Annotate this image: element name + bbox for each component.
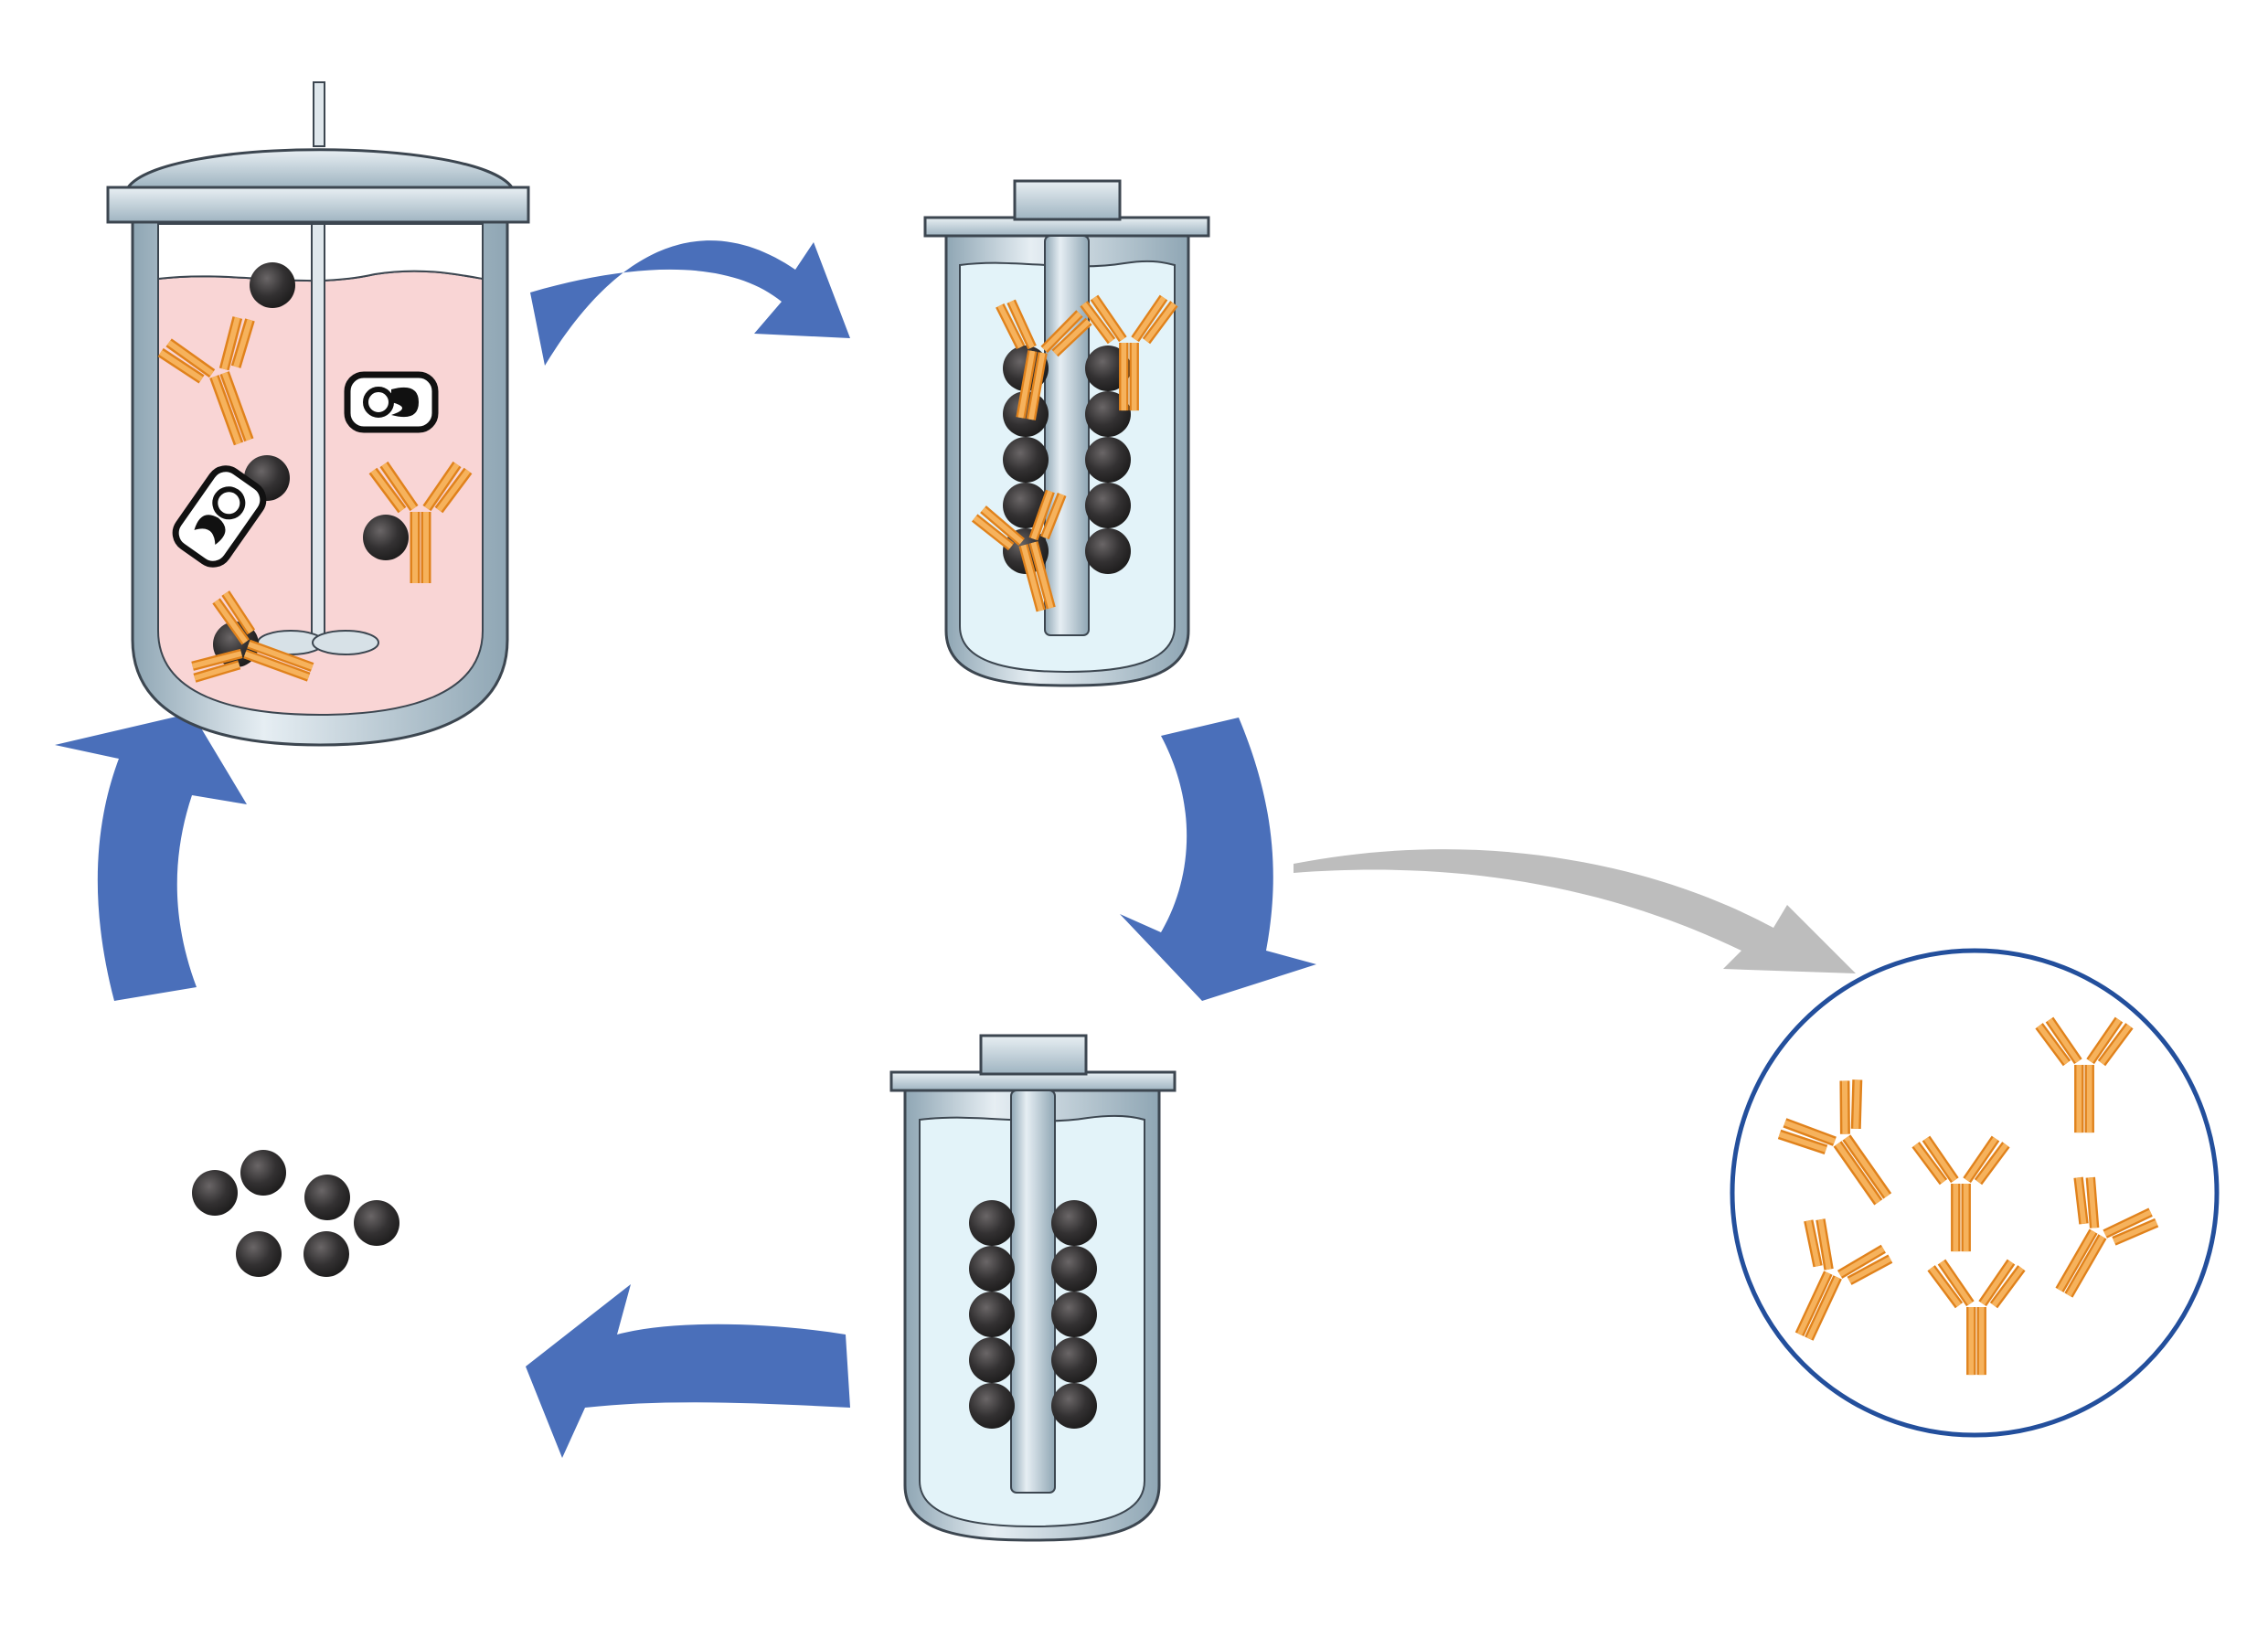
cell-icon bbox=[172, 465, 267, 568]
recycled-beads-group bbox=[192, 1150, 399, 1277]
magnetic-bead-icon bbox=[969, 1337, 1015, 1383]
affinity-column-icon bbox=[889, 1034, 1177, 1542]
cycle-arrow-column-to-beads bbox=[526, 1284, 850, 1458]
magnetic-bead-icon bbox=[1051, 1246, 1097, 1292]
magnetic-bead-icon bbox=[240, 1150, 286, 1196]
cycle-arrow-beads-to-bioreactor bbox=[55, 713, 247, 1001]
magnetic-bead-icon bbox=[1085, 528, 1131, 574]
magnetic-bead-icon bbox=[969, 1200, 1015, 1246]
magnetic-bead-icon bbox=[304, 1175, 350, 1220]
magnetic-bead-icon bbox=[363, 515, 409, 560]
magnetic-bead-icon bbox=[1051, 1200, 1097, 1246]
magnetic-bead-icon bbox=[354, 1200, 399, 1246]
magnetic-bead-icon bbox=[969, 1383, 1015, 1429]
magnetic-bead-icon bbox=[303, 1231, 349, 1277]
cycle-arrow-bioreactor-to-column bbox=[530, 240, 850, 366]
magnetic-bead-icon bbox=[1051, 1292, 1097, 1337]
magnetic-bead-icon bbox=[1003, 437, 1049, 483]
stirred-tank-bioreactor-icon bbox=[106, 81, 530, 747]
magnetic-bead-icon bbox=[969, 1292, 1015, 1337]
magnetic-bead-icon bbox=[236, 1231, 282, 1277]
cell-icon bbox=[344, 371, 439, 433]
elution-arrow-to-purified-antibodies bbox=[1294, 849, 1856, 973]
magnetic-bead-icon bbox=[1085, 483, 1131, 528]
magnetic-bead-icon bbox=[969, 1246, 1015, 1292]
magnetic-bead-icon bbox=[1051, 1337, 1097, 1383]
magnetic-bead-icon bbox=[1051, 1383, 1097, 1429]
magnetic-bead-icon bbox=[250, 262, 295, 308]
magnetic-bead-icon bbox=[1085, 437, 1131, 483]
purified-antibodies-circle bbox=[1730, 948, 2220, 1438]
magnetic-bead-icon bbox=[192, 1170, 238, 1216]
cycle-arrow-column-to-elution bbox=[1120, 718, 1316, 1001]
affinity-column-icon bbox=[923, 179, 1210, 687]
